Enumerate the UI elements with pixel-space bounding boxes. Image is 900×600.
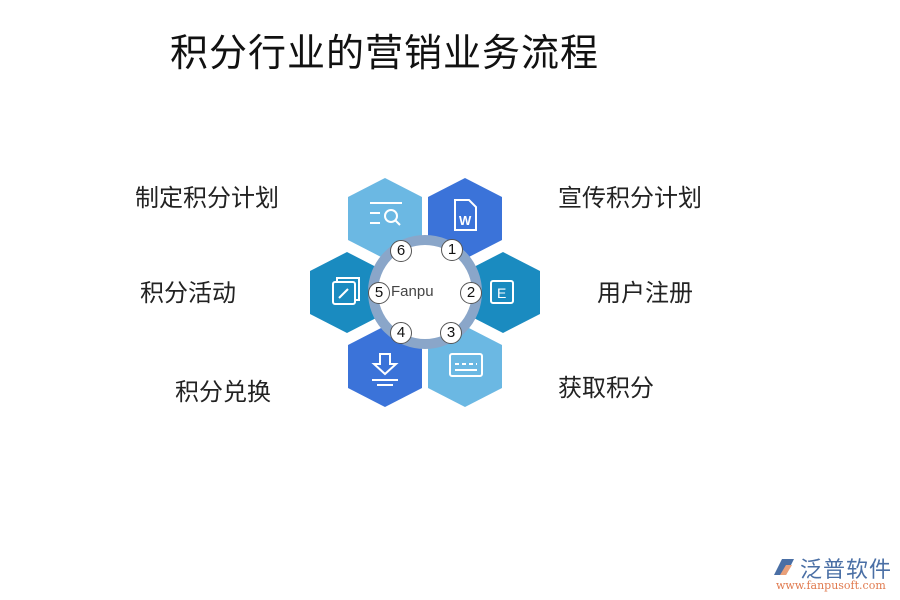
hex-2 bbox=[466, 252, 540, 333]
svg-text:E: E bbox=[497, 285, 506, 301]
step-label-1: 宣传积分计划 bbox=[558, 184, 702, 212]
step-label-5: 积分活动 bbox=[140, 279, 236, 307]
search-list-icon bbox=[370, 202, 402, 226]
hex-4 bbox=[348, 326, 422, 407]
step-number-2: 2 bbox=[460, 282, 482, 304]
step-number-3: 3 bbox=[440, 322, 462, 344]
logo-name: 泛普软件 bbox=[800, 558, 893, 583]
link-copy-icon bbox=[332, 277, 360, 305]
step-label-4: 积分兑换 bbox=[175, 378, 271, 406]
download-icon bbox=[371, 353, 399, 386]
logo-icon bbox=[774, 559, 794, 575]
logo-url: www.fanpusoft.com bbox=[776, 579, 886, 592]
word-document-icon: W bbox=[454, 199, 477, 231]
step-label-2: 用户注册 bbox=[597, 279, 693, 307]
step-label-3: 获取积分 bbox=[558, 374, 654, 402]
page-title: 积分行业的营销业务流程 bbox=[170, 31, 600, 75]
svg-text:W: W bbox=[459, 213, 472, 228]
step-label-6: 制定积分计划 bbox=[135, 184, 279, 212]
keyboard-card-icon bbox=[449, 353, 483, 377]
hex-3 bbox=[428, 326, 502, 407]
letter-e-icon: E bbox=[490, 280, 514, 304]
hex-1 bbox=[428, 178, 502, 259]
step-number-5: 5 bbox=[368, 282, 390, 304]
hex-5 bbox=[310, 252, 384, 333]
hexagon-diagram: W E bbox=[310, 178, 540, 407]
step-number-4: 4 bbox=[390, 322, 412, 344]
center-label: Fanpu bbox=[391, 283, 434, 300]
step-number-1: 1 bbox=[441, 239, 463, 261]
step-number-6: 6 bbox=[390, 240, 412, 262]
